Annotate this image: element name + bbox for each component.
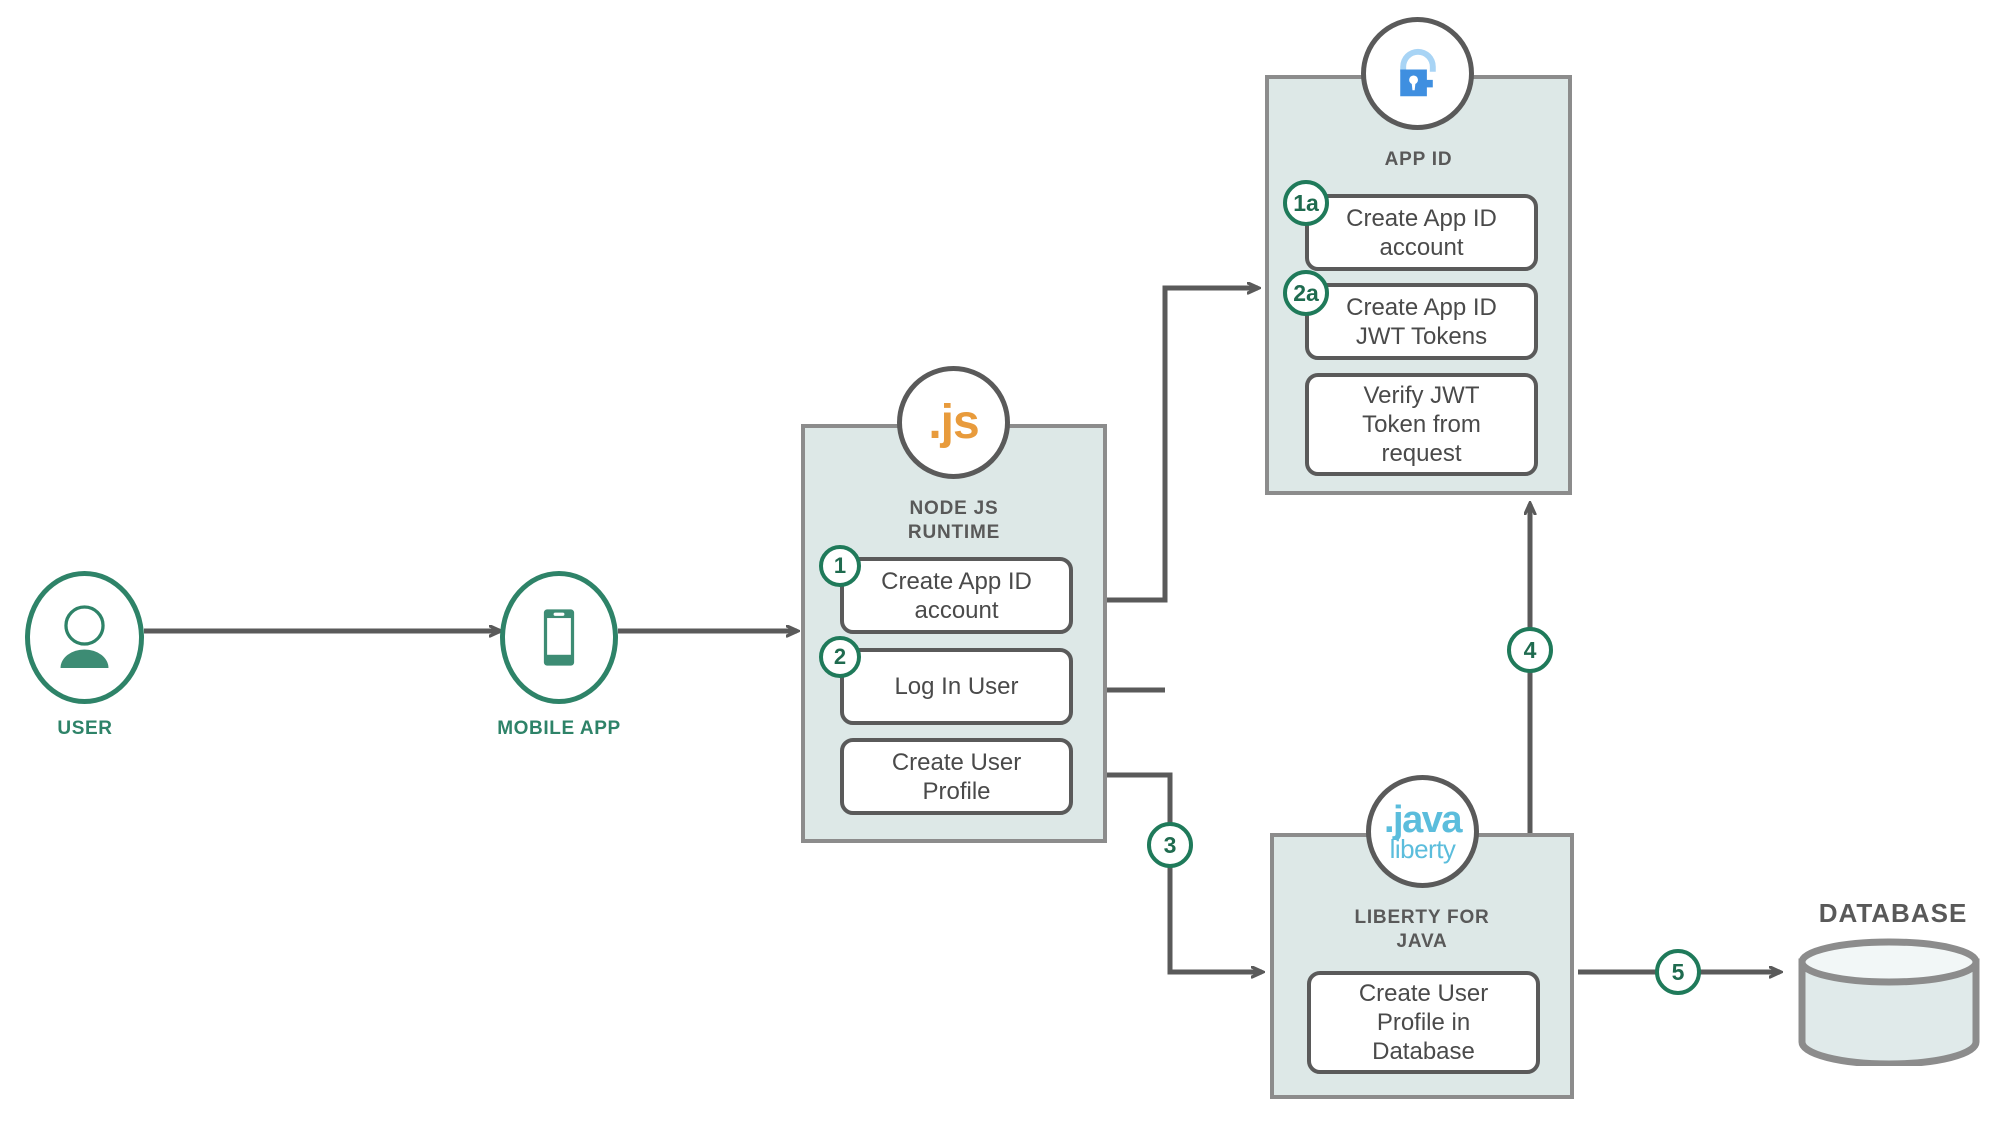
card-create-app-id-account[interactable]: Create App ID account [840,557,1073,634]
step-badge-2a[interactable]: 2a [1283,270,1329,316]
card-line-1: Verify JWT [1363,382,1480,409]
card-verify-jwt-token[interactable]: Verify JWT Token from request [1305,373,1538,476]
card-line-2: Profile [922,777,991,805]
nodejs-dot-js-logo: .js [928,396,979,449]
step-badge-2a-label: 2a [1293,279,1319,306]
card-log-in-user[interactable]: Log In User [840,648,1073,725]
platform-title-line-1: LIBERTY FOR [1354,907,1490,928]
actor-user-label: USER [57,718,113,739]
nodejs-logo-circle: .js [897,366,1010,479]
card-line-3: Database [1372,1038,1475,1065]
java-liberty-logo-primary: .java [1383,799,1463,841]
platform-app-id-title: APP ID [1265,148,1572,172]
java-liberty-logo-circle: .java liberty [1366,775,1479,888]
connector-badge-3[interactable]: 3 [1147,822,1193,868]
database-cylinder-icon [1798,938,1980,1068]
card-create-app-id-account-appid[interactable]: Create App ID account [1305,194,1538,271]
actor-user[interactable] [25,571,144,704]
card-line-1: Create App ID [1346,204,1497,232]
connector-badge-5-label: 5 [1671,958,1685,985]
user-avatar-icon [60,605,109,669]
card-line-2: Profile in [1376,1009,1471,1036]
platform-title-line-2: JAVA [1396,931,1448,952]
mobile-phone-icon [543,609,575,666]
step-badge-2[interactable]: 2 [819,636,861,678]
database-label: DATABASE [1818,898,1968,928]
card-line-3: request [1381,440,1462,467]
database-cylinder[interactable] [1796,938,1982,1068]
card-line-2: account [1379,233,1464,261]
card-create-app-id-jwt-tokens[interactable]: Create App ID JWT Tokens [1305,283,1538,360]
connector-badge-4-label: 4 [1523,636,1537,663]
connector-badge-3-label: 3 [1163,831,1177,858]
card-line-2: JWT Tokens [1355,322,1488,350]
connector-badge-4[interactable]: 4 [1507,627,1553,673]
step-badge-1[interactable]: 1 [819,545,861,587]
app-id-padlock-logo [1399,48,1436,96]
card-line-2: Token from [1362,411,1481,438]
card-line-1: Create App ID [881,567,1032,595]
app-id-logo-circle [1361,17,1474,130]
java-liberty-logo: .java liberty [1383,799,1463,864]
java-liberty-logo-secondary: liberty [1389,834,1456,864]
platform-title-line-1: NODE JS [909,498,999,519]
platform-title-line-1: APP ID [1384,149,1453,170]
platform-title-line-2: RUNTIME [907,522,1001,543]
card-line-1: Create App ID [1346,293,1497,321]
card-create-user-profile[interactable]: Create User Profile [840,738,1073,815]
actor-mobile-app-label: MOBILE APP [497,718,621,739]
step-badge-1a-label: 1a [1293,189,1319,216]
card-line-1: Log In User [894,673,1019,700]
connector-badge-5[interactable]: 5 [1655,949,1701,995]
card-line-1: Create User [891,748,1022,776]
card-line-2: account [914,596,999,624]
step-badge-1-label: 1 [833,553,847,578]
connector-step-1-to-appid [1073,288,1258,603]
platform-liberty-for-java-title: LIBERTY FOR JAVA [1270,906,1574,954]
step-badge-2-label: 2 [833,644,847,669]
card-line-1: Create User [1358,980,1489,1007]
actor-mobile-app[interactable] [500,571,618,704]
connector-step-3-to-liberty [1073,772,1262,972]
platform-node-js-runtime-title: NODE JS RUNTIME [801,497,1107,545]
card-create-user-profile-in-database[interactable]: Create User Profile in Database [1307,971,1540,1074]
step-badge-1a[interactable]: 1a [1283,180,1329,226]
